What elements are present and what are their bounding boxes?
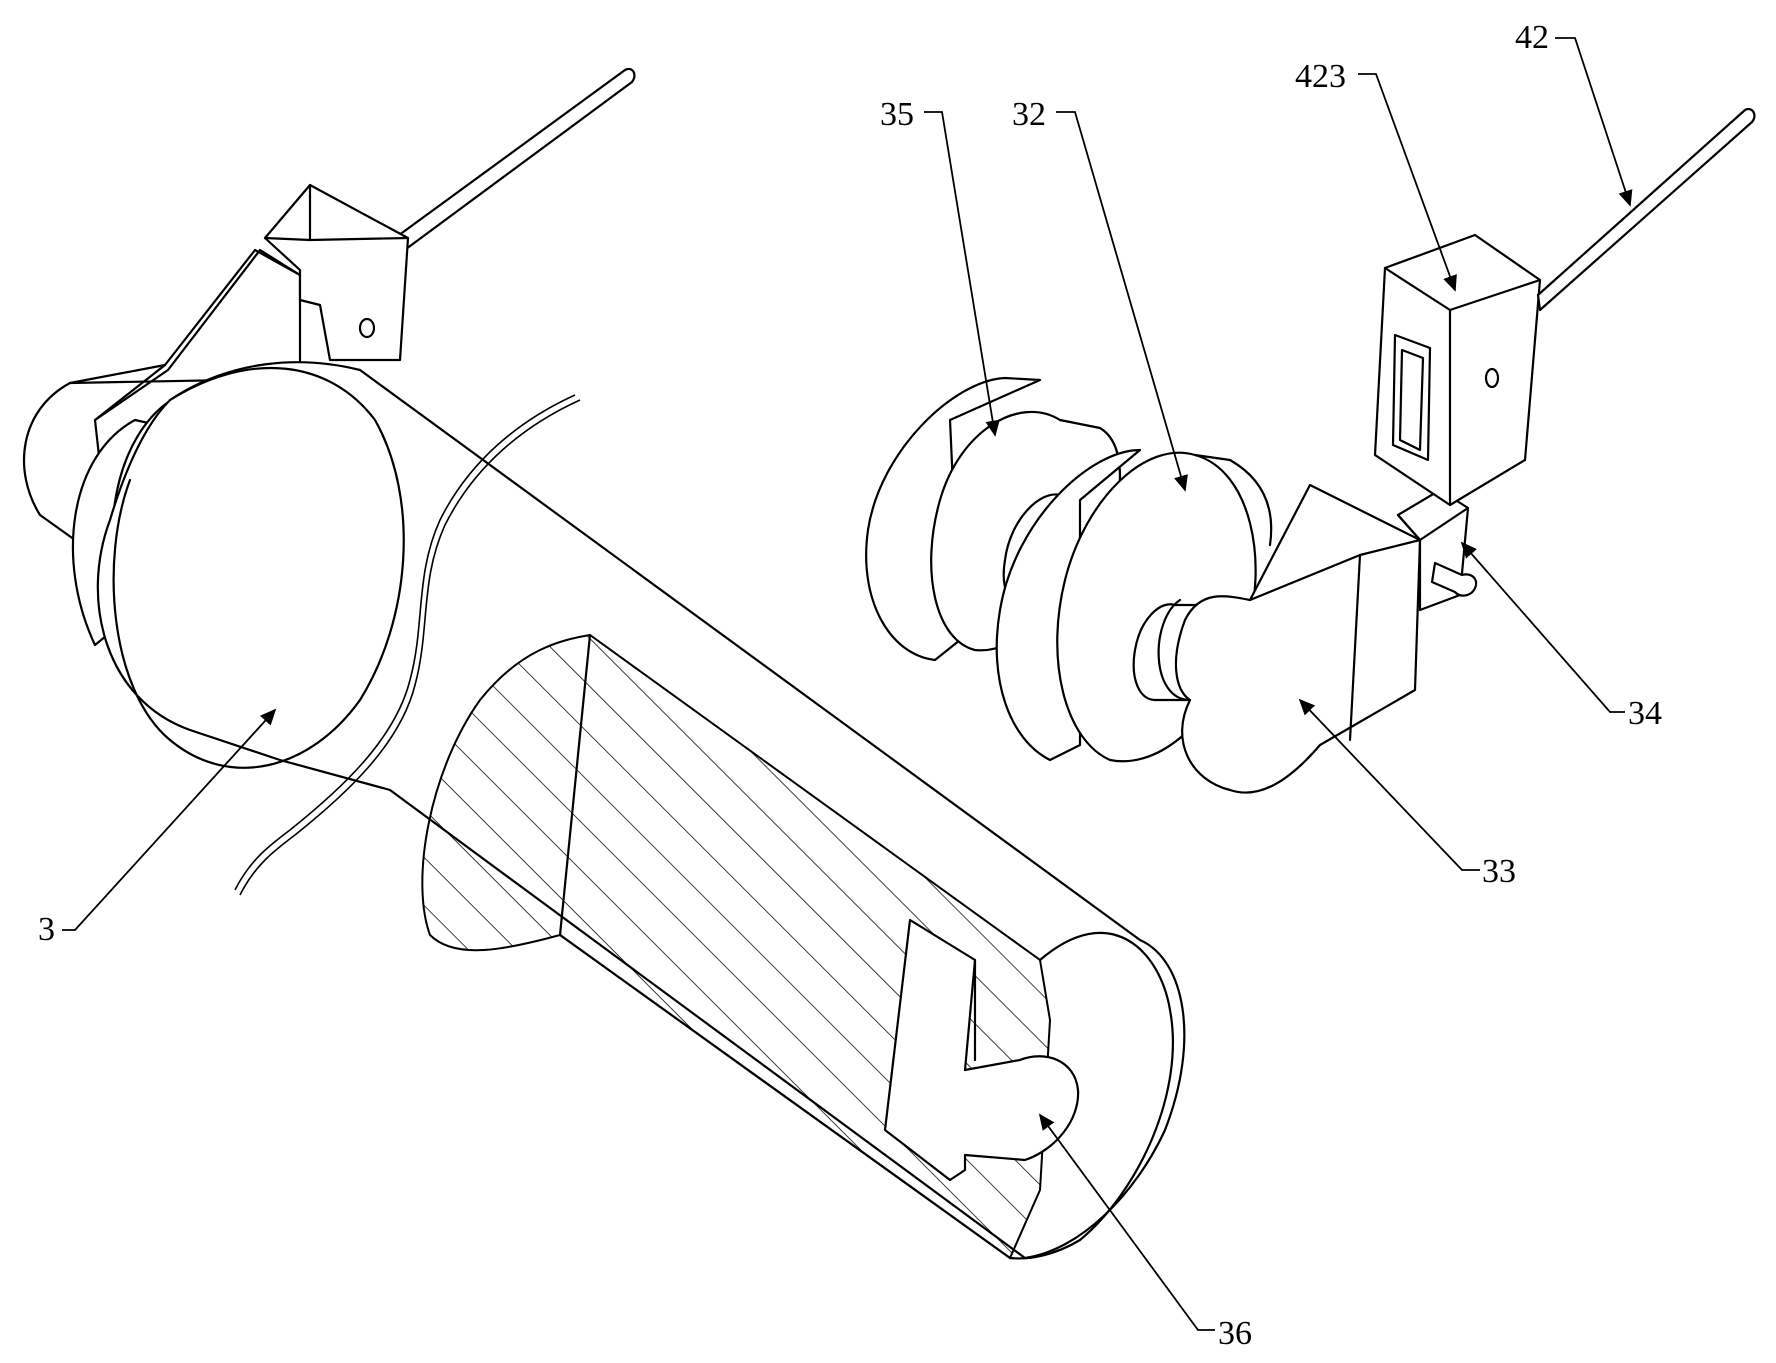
cylinder-end-face [1008,931,1174,1260]
label-33: 33 [1482,853,1516,890]
exploded-assembly [865,107,1756,794]
label-34: 34 [1628,695,1662,732]
part-labels: 3 35 32 423 42 34 33 36 [38,19,1662,1352]
label-3: 3 [38,911,55,948]
cylinder-front-face [112,366,405,769]
slot-36 [883,918,1080,1182]
label-423: 423 [1295,58,1346,95]
rear-rod [393,67,636,254]
label-32: 32 [1012,96,1046,133]
label-36: 36 [1218,1315,1252,1352]
main-cylinder-assembly [22,67,1186,1260]
rear-bracket [263,183,410,362]
break-line [234,394,576,891]
part-34-pin [1430,561,1478,597]
part-42-rod [1536,107,1756,312]
label-35: 35 [880,96,914,133]
leader-lines [62,37,1633,1331]
label-42: 42 [1515,19,1549,56]
